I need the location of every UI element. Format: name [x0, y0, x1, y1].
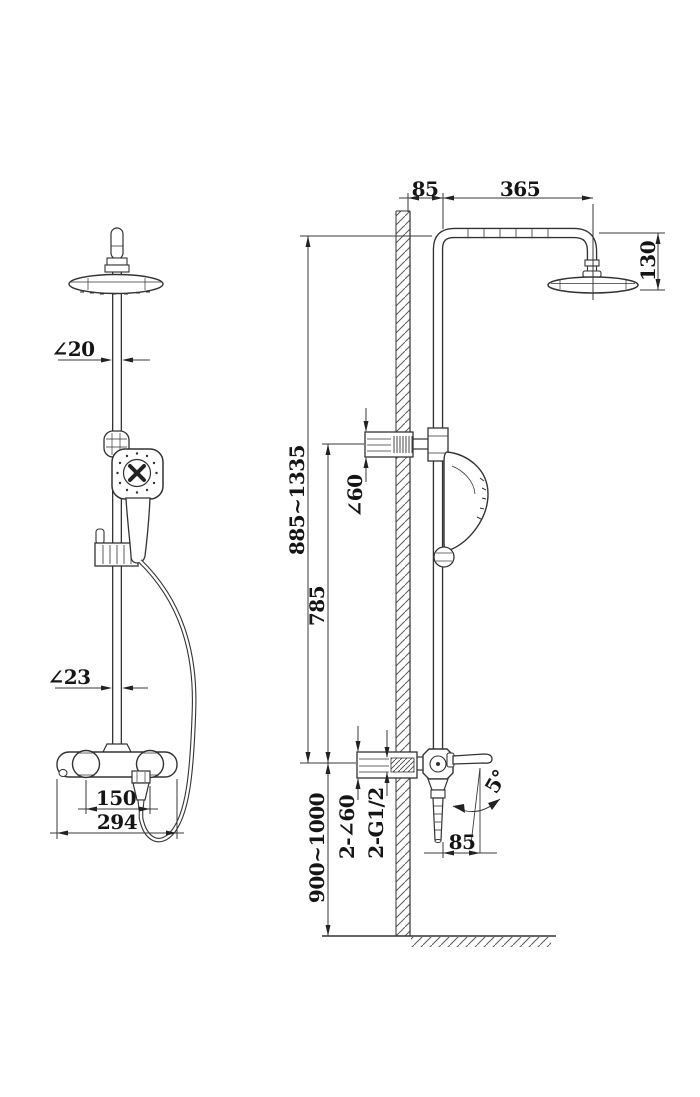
left-front-view: ∠20 ∠23 150 294: [47, 227, 197, 843]
dim-valve-total-width: 294: [97, 810, 138, 834]
right-side-view: 85 365 130 885~1335 785 9: [285, 177, 665, 947]
dim-wall-offset: 85: [412, 177, 439, 201]
slider-clamp: [94, 528, 139, 567]
lever-swing-indicator: [452, 767, 501, 853]
dim-install-height: 900~1000: [305, 793, 329, 903]
hand-shower-front: [111, 448, 164, 564]
spray-x-pattern: [128, 464, 146, 482]
dim-inlet-escutcheons: 2-∠60: [335, 795, 359, 859]
dim-lever-swing: 5°: [480, 766, 512, 798]
dim-riser-height: 785: [305, 586, 329, 626]
dim-inlet-center-distance: 150: [96, 786, 136, 810]
dim-head-drop: 130: [636, 241, 660, 281]
dim-bracket-escutcheon: ∠60: [343, 474, 367, 517]
floor-section: [322, 935, 556, 947]
riser-and-arm-pipe: [432, 227, 598, 752]
wall-section: [395, 210, 411, 936]
lower-supply-escutcheon: [356, 751, 427, 779]
dim-pipe-diameter-20: ∠20: [51, 337, 94, 361]
mixer-valve-front: [56, 743, 178, 779]
dim-height-range: 885~1335: [285, 445, 309, 555]
upper-wall-bracket: [364, 427, 449, 462]
left-knob: [71, 749, 101, 779]
dim-lever-reach: 85: [449, 830, 476, 854]
hand-shower-side: [433, 451, 489, 568]
down-spout: [432, 797, 444, 841]
dim-inlet-threads: 2-G1/2: [364, 787, 388, 858]
hand-shower-handle: [125, 497, 151, 564]
spray-nozzle-dashes: [80, 291, 150, 295]
dimensions-left-view: ∠20 ∠23 150 294: [47, 337, 184, 839]
spray-dot-ring: [116, 452, 158, 494]
valve-side: [422, 748, 493, 843]
rain-shower-head-front: [68, 227, 164, 295]
shower-hose: [138, 559, 197, 843]
dim-pipe-diameter-23: ∠23: [47, 665, 90, 689]
slider-knob-side: [433, 546, 455, 568]
valve-lever: [452, 753, 493, 765]
dim-arm-reach: 365: [500, 177, 540, 201]
